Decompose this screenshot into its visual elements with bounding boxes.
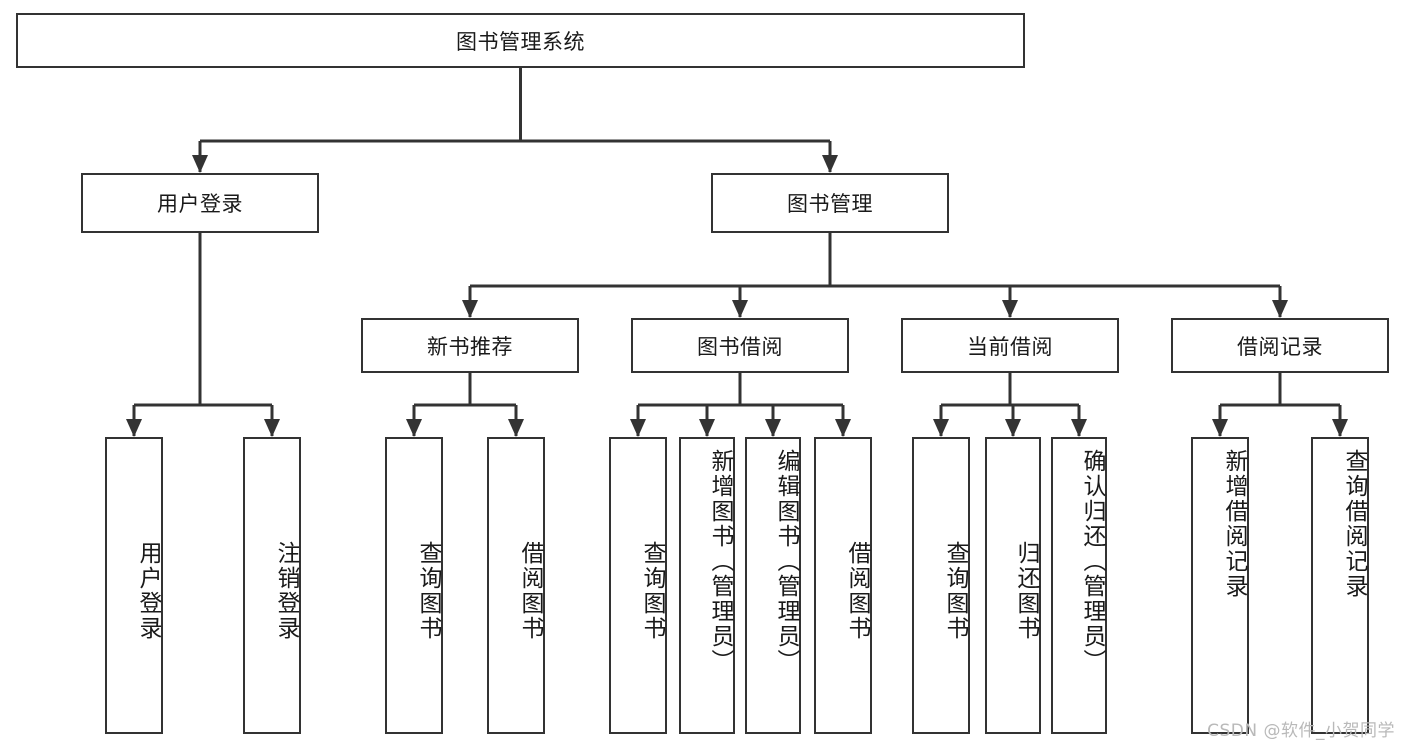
node-label: 归还图书	[1013, 540, 1039, 641]
node-l3d3[interactable]: 确认归还（管理员）	[1051, 437, 1107, 734]
node-label: 图书管理	[787, 192, 873, 216]
node-label: 用户登录	[135, 540, 161, 641]
node-l2d[interactable]: 借阅记录	[1171, 318, 1389, 373]
node-label: 借阅记录	[1237, 334, 1323, 359]
watermark: CSDN @软件_小贺同学	[1207, 721, 1395, 741]
node-l3e2[interactable]: 查询借阅记录	[1311, 437, 1369, 734]
node-root[interactable]: 图书管理系统	[16, 13, 1025, 68]
node-l3c2[interactable]: 新增图书（管理员）	[679, 437, 735, 734]
node-label: 图书管理系统	[456, 29, 585, 54]
node-label: 新增图书（管理员）	[707, 449, 733, 674]
node-l2c[interactable]: 当前借阅	[901, 318, 1119, 373]
node-label: 查询图书	[639, 540, 665, 641]
node-l3b2[interactable]: 借阅图书	[487, 437, 545, 734]
node-l3d2[interactable]: 归还图书	[985, 437, 1041, 734]
node-l3c4[interactable]: 借阅图书	[814, 437, 872, 734]
node-label: 查询图书	[415, 540, 441, 641]
node-label: 新书推荐	[427, 334, 513, 359]
node-l3a2[interactable]: 注销登录	[243, 437, 301, 734]
node-label: 借阅图书	[517, 540, 543, 641]
node-l3a1[interactable]: 用户登录	[105, 437, 163, 734]
node-label: 借阅图书	[844, 540, 870, 641]
node-label: 当前借阅	[967, 334, 1053, 359]
node-label: 图书借阅	[697, 334, 783, 359]
node-l1a[interactable]: 用户登录	[81, 173, 319, 233]
node-l3c1[interactable]: 查询图书	[609, 437, 667, 734]
node-l1b[interactable]: 图书管理	[711, 173, 949, 233]
node-l2a[interactable]: 新书推荐	[361, 318, 579, 373]
node-label: 确认归还（管理员）	[1079, 449, 1105, 674]
node-l3d1[interactable]: 查询图书	[912, 437, 970, 734]
node-label: 查询借阅记录	[1341, 449, 1367, 599]
node-label: 用户登录	[157, 192, 243, 216]
node-l2b[interactable]: 图书借阅	[631, 318, 849, 373]
node-label: 查询图书	[942, 540, 968, 641]
node-label: 新增借阅记录	[1221, 449, 1247, 599]
node-l3b1[interactable]: 查询图书	[385, 437, 443, 734]
node-l3c3[interactable]: 编辑图书（管理员）	[745, 437, 801, 734]
node-label: 注销登录	[273, 540, 299, 641]
node-label: 编辑图书（管理员）	[773, 449, 799, 674]
node-l3e1[interactable]: 新增借阅记录	[1191, 437, 1249, 734]
